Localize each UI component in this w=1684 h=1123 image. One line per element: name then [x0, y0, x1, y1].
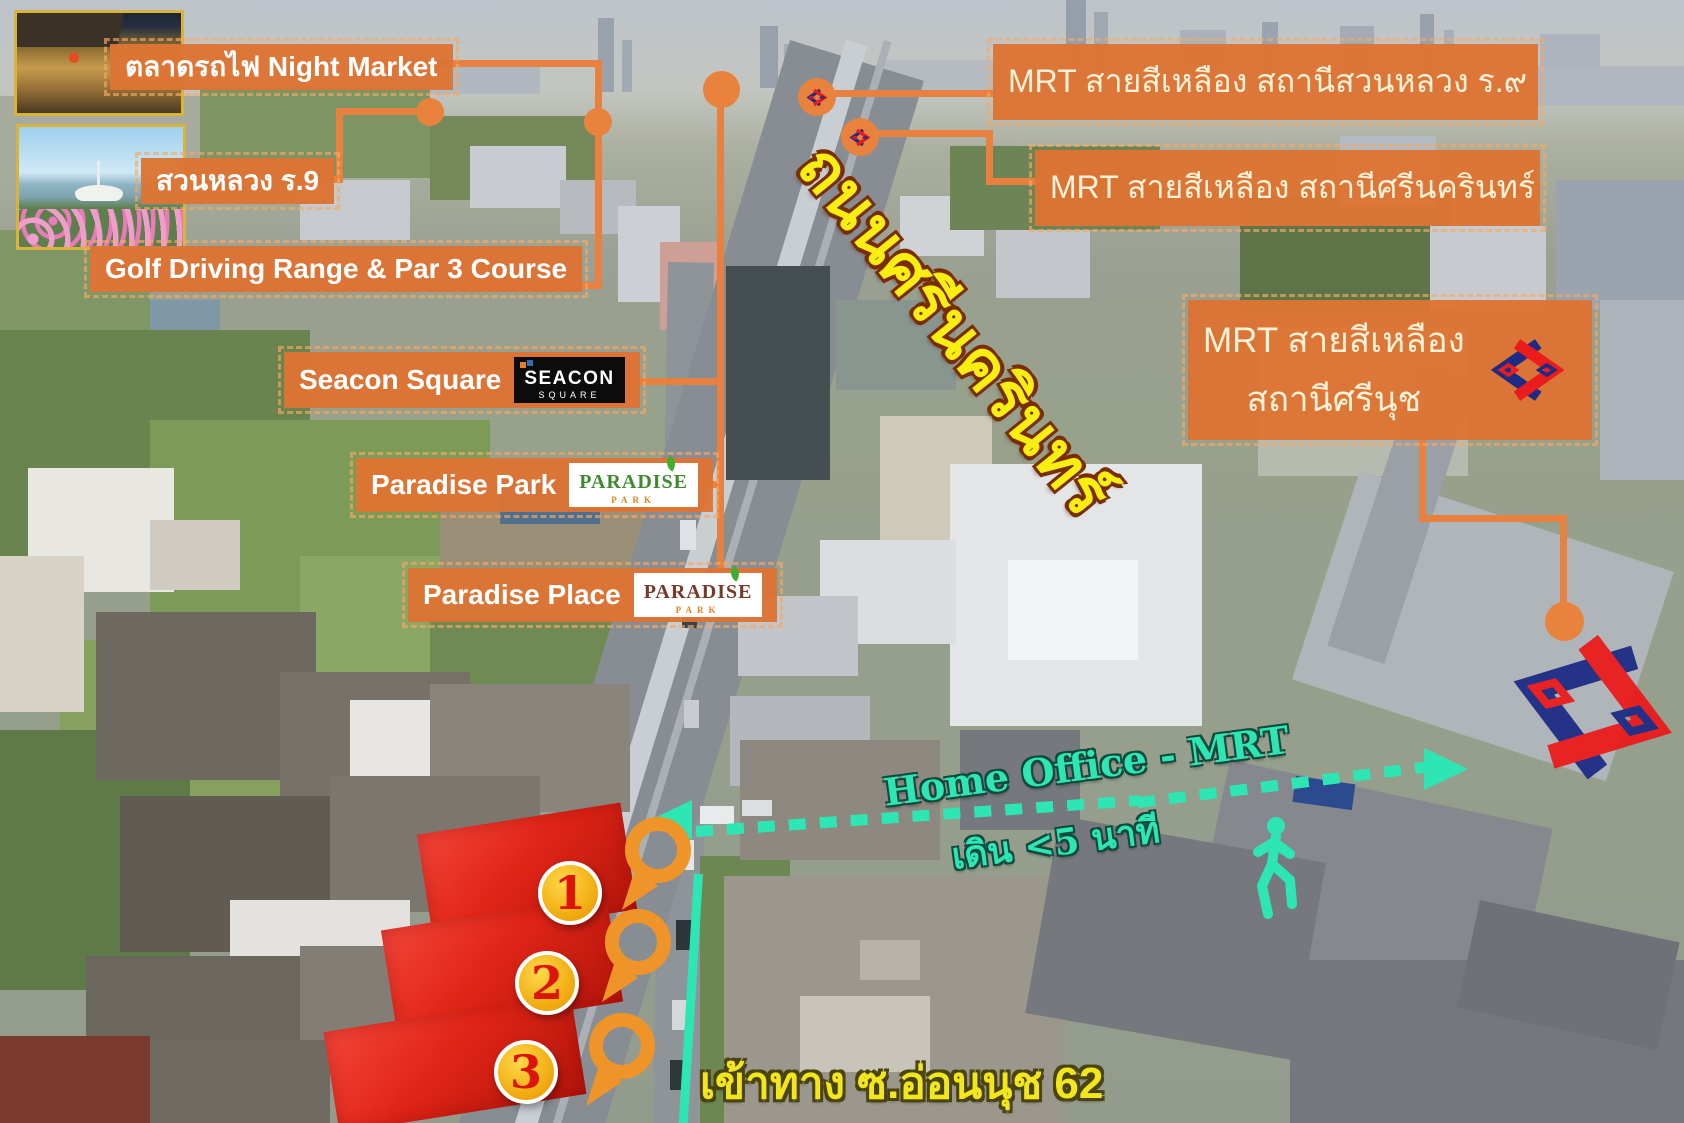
connector-mrt1	[828, 90, 998, 97]
scenery-block	[150, 1040, 330, 1123]
dot-srinut-station	[1545, 602, 1584, 641]
connector-mrt2-h1	[868, 130, 993, 137]
scenery-block	[676, 920, 692, 950]
dot-suanluang	[416, 98, 444, 126]
label-paradise-park-text: Paradise Park	[371, 468, 557, 500]
paradise-park-logo: PARADISE PARK	[569, 455, 699, 507]
connector-suanluang-h2	[336, 108, 430, 115]
label-night-market: ตลาดรถไฟ Night Market	[104, 37, 459, 97]
mrt-logo-icon	[806, 88, 828, 106]
scenery-block	[740, 740, 940, 860]
label-mrt-srinut: MRT สายสีเหลือง สถานีศรีนุช	[1182, 294, 1598, 446]
pavilion-spire	[97, 161, 100, 191]
seacon-square-logo: SEACON SQUARE	[514, 357, 625, 403]
unit-marker-1: 1	[538, 861, 602, 925]
unit-marker-3: 3	[494, 1040, 558, 1104]
scenery-block	[726, 266, 830, 480]
scenery-block	[1556, 180, 1684, 310]
scenery-block	[0, 556, 84, 712]
unit-pin-1	[622, 817, 691, 910]
paradise-logo-leaf	[728, 565, 743, 582]
mrt-station-marker-2	[841, 118, 879, 156]
route-arrow-right-icon	[1424, 748, 1468, 790]
label-paradise-park: Paradise Park PARADISE PARK	[349, 452, 720, 518]
connector-suanluang-v	[336, 108, 343, 183]
label-mrt-suanluang-r9: MRT สายสีเหลือง สถานีสวนหลวง ร.๙	[987, 38, 1544, 126]
scenery-block	[598, 18, 614, 92]
lantern-lights	[69, 53, 79, 63]
connector-night-market	[373, 60, 601, 67]
scenery-block	[1430, 226, 1546, 310]
label-golf-text: Golf Driving Range & Par 3 Course	[105, 253, 568, 284]
scenery-block	[800, 996, 930, 1072]
night-market-roof	[17, 13, 181, 47]
connector-mrt2-h2	[986, 178, 1042, 185]
mrt-logo-icon	[1513, 634, 1672, 780]
connector-trunk-v	[717, 85, 724, 600]
scenery-block	[700, 806, 734, 824]
scenery-block	[680, 520, 696, 550]
connector-seacon	[577, 378, 723, 385]
mrt-logo-icon	[849, 128, 871, 146]
unit-pin-3	[586, 1013, 655, 1106]
connector-mrt3-v1	[1419, 436, 1426, 522]
label-mrt-srinut-textcol: MRT สายสีเหลือง สถานีศรีนุช	[1203, 318, 1465, 423]
seacon-logo-name: SEACON	[524, 368, 615, 389]
scenery-block	[996, 226, 1090, 298]
label-mrt-srinagarindra: MRT สายสีเหลือง สถานีศรีนครินทร์	[1029, 144, 1546, 232]
label-seacon-text: Seacon Square	[299, 363, 502, 395]
dot-night-market	[584, 108, 612, 136]
label-suan-luang-text: สวนหลวง ร.9	[156, 165, 320, 196]
label-paradise-place: Paradise Place PARADISE PARK	[401, 562, 784, 628]
label-paradise-place-text: Paradise Place	[423, 578, 621, 610]
paradise-logo-name: PARADISE	[579, 471, 689, 493]
seacon-logo-chip	[520, 362, 527, 368]
dot-paradise-trunk	[703, 71, 740, 108]
scenery-block	[1600, 300, 1684, 480]
mrt-station-marker-1	[798, 78, 836, 116]
label-suan-luang: สวนหลวง ร.9	[134, 151, 341, 211]
scenery-block	[836, 300, 956, 390]
scenery-block	[760, 26, 778, 88]
unit-pin-2	[602, 909, 671, 1002]
paradise-logo-sub: PARK	[611, 495, 657, 505]
label-mrt-srinut-line1: MRT สายสีเหลือง	[1203, 320, 1465, 360]
entrance-label: เข้าทาง ซ.อ่อนนุช 62	[700, 1059, 1104, 1108]
scenery-block	[684, 700, 699, 728]
connector-night-market-v	[595, 60, 602, 122]
scenery-block	[150, 520, 240, 590]
pavilion	[75, 185, 123, 201]
label-mrt-srinagarindra-text: MRT สายสีเหลือง สถานีศรีนครินทร์	[1050, 169, 1536, 206]
label-seacon-square: Seacon Square SEACON SQUARE	[278, 346, 646, 414]
connector-mrt2-v	[986, 130, 993, 185]
scenery-block	[742, 800, 772, 816]
label-mrt-srinut-line2: สถานีศรีนุช	[1246, 380, 1422, 419]
seacon-logo-sub: SQUARE	[538, 390, 601, 400]
flowers	[19, 209, 183, 247]
scenery-block	[470, 146, 566, 208]
paradise-logo-sub: PARK	[675, 605, 721, 615]
label-golf: Golf Driving Range & Par 3 Course	[83, 239, 589, 299]
paradise-place-logo: PARADISE PARK	[633, 565, 763, 617]
connector-mrt3-v2	[1560, 515, 1567, 610]
scenery-block	[860, 940, 920, 980]
label-night-market-text: ตลาดรถไฟ Night Market	[125, 51, 438, 82]
connector-golf-v	[595, 122, 602, 289]
unit-marker-2: 2	[515, 951, 579, 1015]
label-mrt-suanluang-r9-text: MRT สายสีเหลือง สถานีสวนหลวง ร.๙	[1008, 63, 1528, 100]
scenery-block	[622, 40, 632, 92]
scenery-block	[96, 612, 316, 780]
mrt-logo-icon	[1490, 339, 1565, 401]
walking-person-icon	[1253, 817, 1297, 919]
scenery-block	[1008, 560, 1138, 660]
scenery-block	[0, 1036, 150, 1123]
paradise-logo-leaf	[663, 455, 679, 472]
paradise-logo-name: PARADISE	[643, 581, 753, 603]
connector-mrt3-h	[1419, 515, 1567, 522]
mrt-srinut-station-logo	[1460, 601, 1684, 819]
